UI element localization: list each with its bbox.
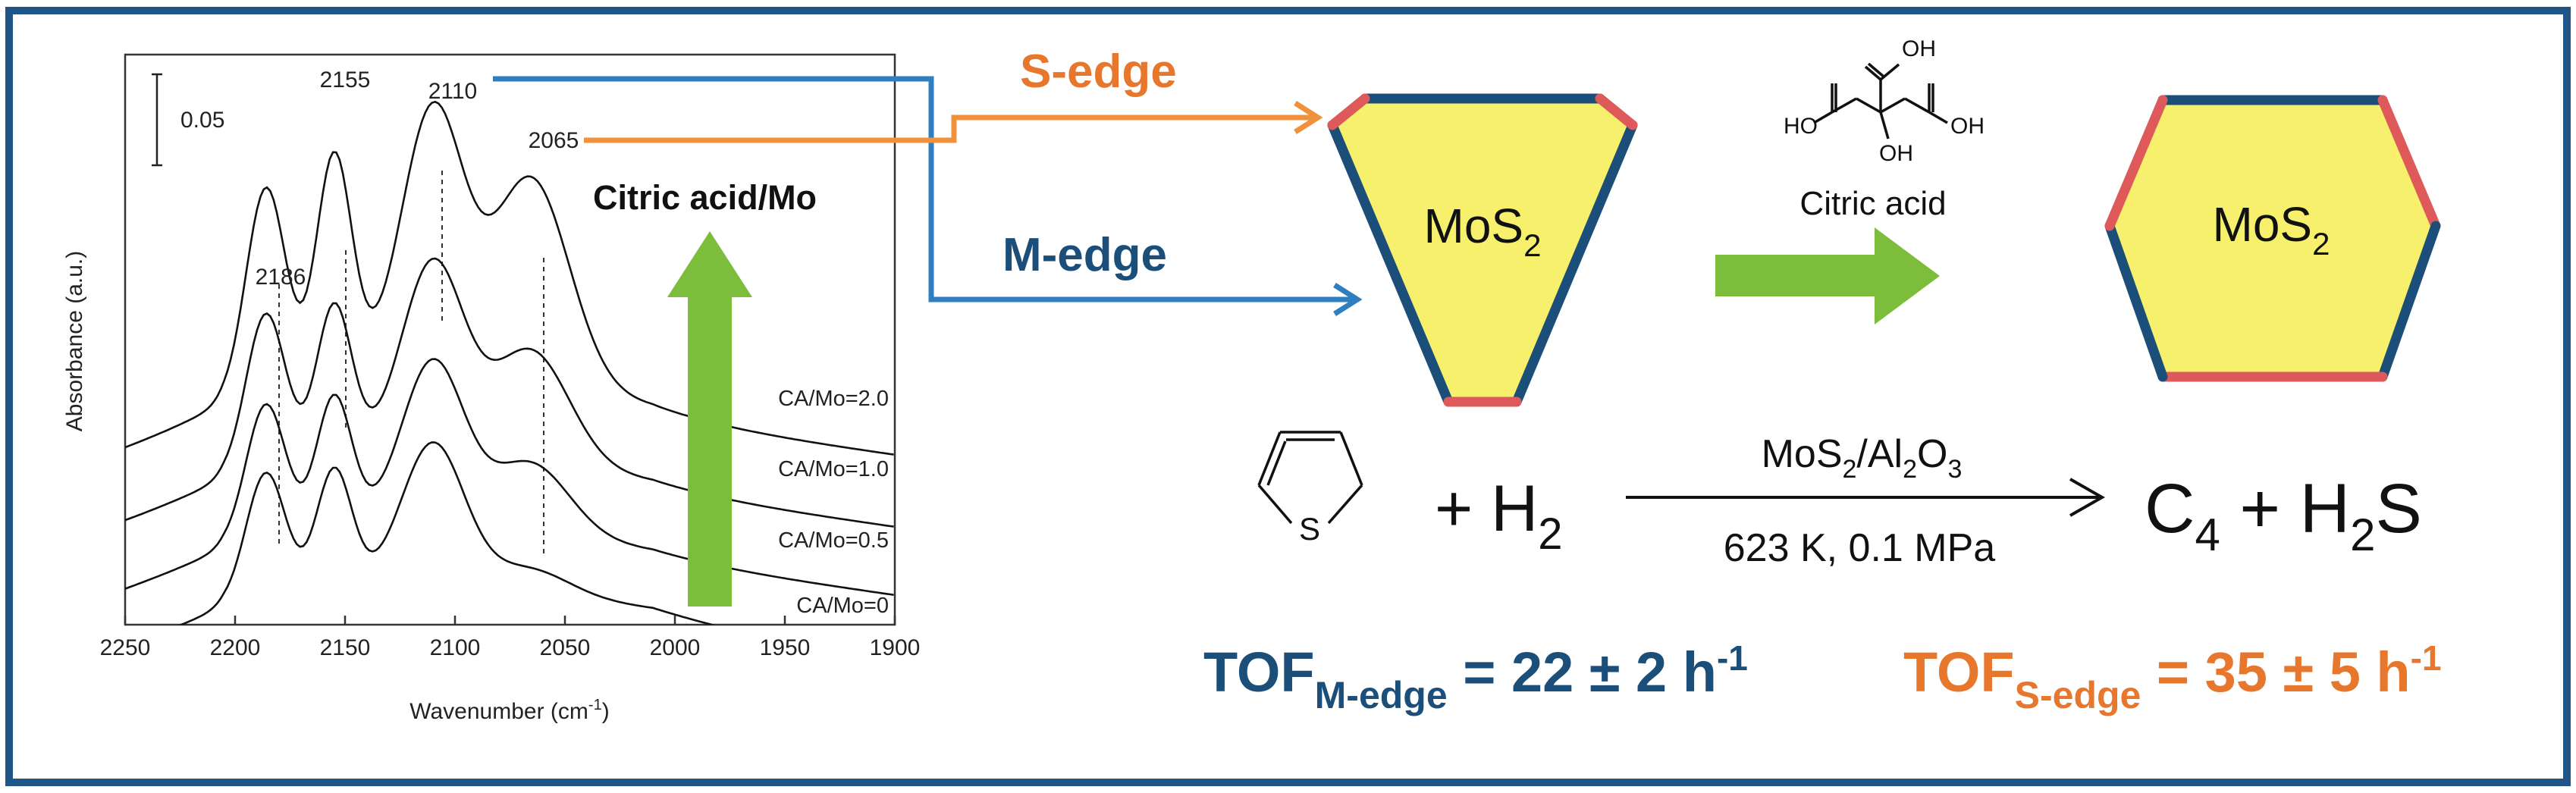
thiophene-s-label: S [1299, 511, 1320, 547]
spectrum-curve-ca-mo-0 [178, 441, 717, 625]
citric-acid-structure [1813, 62, 1948, 139]
ca-bond-c3-c4 [1880, 97, 1906, 114]
mos2-truncated-triangle: MoS2 [1327, 93, 1638, 407]
curve-label-ca1: CA/Mo=1.0 [778, 457, 889, 481]
mos2-left-label: MoS2 [1424, 199, 1542, 263]
s-edge-label: S-edge [1020, 45, 1177, 98]
ca-bond-c2-c3 [1856, 97, 1881, 114]
y-axis-label: Absorbance (a.u.) [62, 251, 87, 431]
x-tick-label-2000: 2000 [650, 635, 701, 660]
products: C4 + H2S [2145, 470, 2422, 560]
reaction-arrow [1626, 478, 2106, 517]
citric-acid-increase-arrow [667, 231, 752, 607]
tof-m-edge: TOFM-edge = 22 ± 2 h-1 [1203, 638, 1748, 716]
peak-label-2186: 2186 [256, 265, 306, 290]
curve-label-ca05: CA/Mo=0.5 [778, 528, 889, 553]
x-tick-label-2250: 2250 [100, 635, 151, 660]
x-tick-label-2100: 2100 [430, 635, 481, 660]
m-edge-connector [493, 76, 1354, 302]
mos2-hexagon: MoS2 [2104, 95, 2441, 382]
citric-acid-mo-label: Citric acid/Mo [593, 178, 817, 217]
x-tick-label-1900: 1900 [870, 635, 921, 660]
triangle-m-edge-right [1511, 120, 1638, 407]
spectrum-curve-ca-mo-2-0 [125, 100, 894, 456]
thiophene-structure [1257, 431, 1363, 525]
x-axis-label: Wavenumber (cm-1) [409, 697, 609, 724]
ca-bond-c5-oh [1928, 111, 1948, 124]
triangle-m-edge-left [1327, 120, 1454, 407]
thiophene-bond-3 [1327, 484, 1363, 525]
curve-label-ca0: CA/Mo=0 [796, 594, 889, 618]
thiophene-bond-5b [1266, 440, 1287, 486]
triangle-fill [1332, 99, 1633, 402]
x-tick-label-2200: 2200 [210, 635, 261, 660]
triangle-s-edge-top-right [1595, 93, 1638, 130]
citric-ho-left: HO [1784, 114, 1818, 139]
curve-label-ca2: CA/Mo=2.0 [778, 387, 889, 411]
spectrum-curves [125, 100, 894, 625]
ir-spectrum-panel: 0.05 2186 2155 2110 2065 Citric acid/Mo … [62, 53, 921, 724]
s-edge-connector [584, 114, 1313, 143]
citric-oh-mid: OH [1879, 141, 1913, 166]
hex-edge-upper-left [2104, 95, 2168, 231]
thiophene-bond-5 [1257, 431, 1282, 486]
ca-bond-c3-oh [1879, 111, 1890, 139]
edge-connectors [493, 76, 1363, 316]
peak-label-2155: 2155 [320, 67, 371, 92]
m-edge-label: M-edge [1002, 229, 1167, 281]
ca-bond-carboxyl-o-2 [1867, 62, 1885, 78]
reaction-arrow-head [2069, 478, 2106, 517]
citric-oh-right: OH [1950, 114, 1985, 139]
thiophene-bond-4 [1257, 484, 1293, 525]
treatment-arrow-head [1875, 227, 1940, 324]
hex-edge-lower-left [2104, 221, 2168, 382]
peak-label-2065: 2065 [529, 128, 579, 153]
citric-acid-label: Citric acid [1799, 185, 1946, 222]
ca-bond-carboxyl-oh [1879, 63, 1900, 81]
x-axis-ticks: 2250 2200 2150 2100 2050 2000 1950 1900 [100, 616, 921, 660]
triangle-s-edge-top-left [1327, 93, 1370, 130]
hexagon-fill [2110, 100, 2436, 377]
spectrum-curve-ca-mo-0-5 [125, 358, 894, 596]
thiophene-bond-2 [1339, 431, 1363, 486]
peak-label-2110: 2110 [428, 79, 478, 104]
plot-frame [124, 53, 896, 626]
s-edge-arrowhead [1294, 101, 1323, 134]
ca-bond-carboxyl-o-1 [1864, 65, 1882, 81]
hex-edge-upper-right [2377, 95, 2441, 231]
treatment-arrow [1715, 227, 1940, 324]
m-edge-arrowhead [1333, 283, 1363, 316]
x-tick-label-2050: 2050 [540, 635, 591, 660]
treatment-arrow-shaft [1715, 255, 1875, 296]
plus-h2: + H2 [1435, 472, 1563, 559]
hex-edge-lower-right [2377, 221, 2441, 382]
peak-guides [278, 171, 544, 553]
x-tick-label-2150: 2150 [320, 635, 371, 660]
green-arrow-shaft [688, 296, 732, 607]
conditions-label: 623 K, 0.1 MPa [1724, 526, 1996, 570]
ca-bond-c1-oh [1813, 111, 1833, 124]
green-arrow-head [667, 231, 752, 297]
scale-bar-label: 0.05 [180, 108, 224, 133]
citric-oh-top: OH [1902, 36, 1936, 61]
tof-s-edge: TOFS-edge = 35 ± 5 h-1 [1903, 638, 2442, 716]
mos2-right-label: MoS2 [2213, 197, 2330, 262]
x-tick-label-1950: 1950 [760, 635, 811, 660]
ca-bond-c4-c5 [1904, 97, 1930, 114]
spectrum-curve-ca-mo-1-0 [125, 257, 894, 528]
catalyst-label: MoS2/Al2O3 [1762, 432, 1963, 484]
